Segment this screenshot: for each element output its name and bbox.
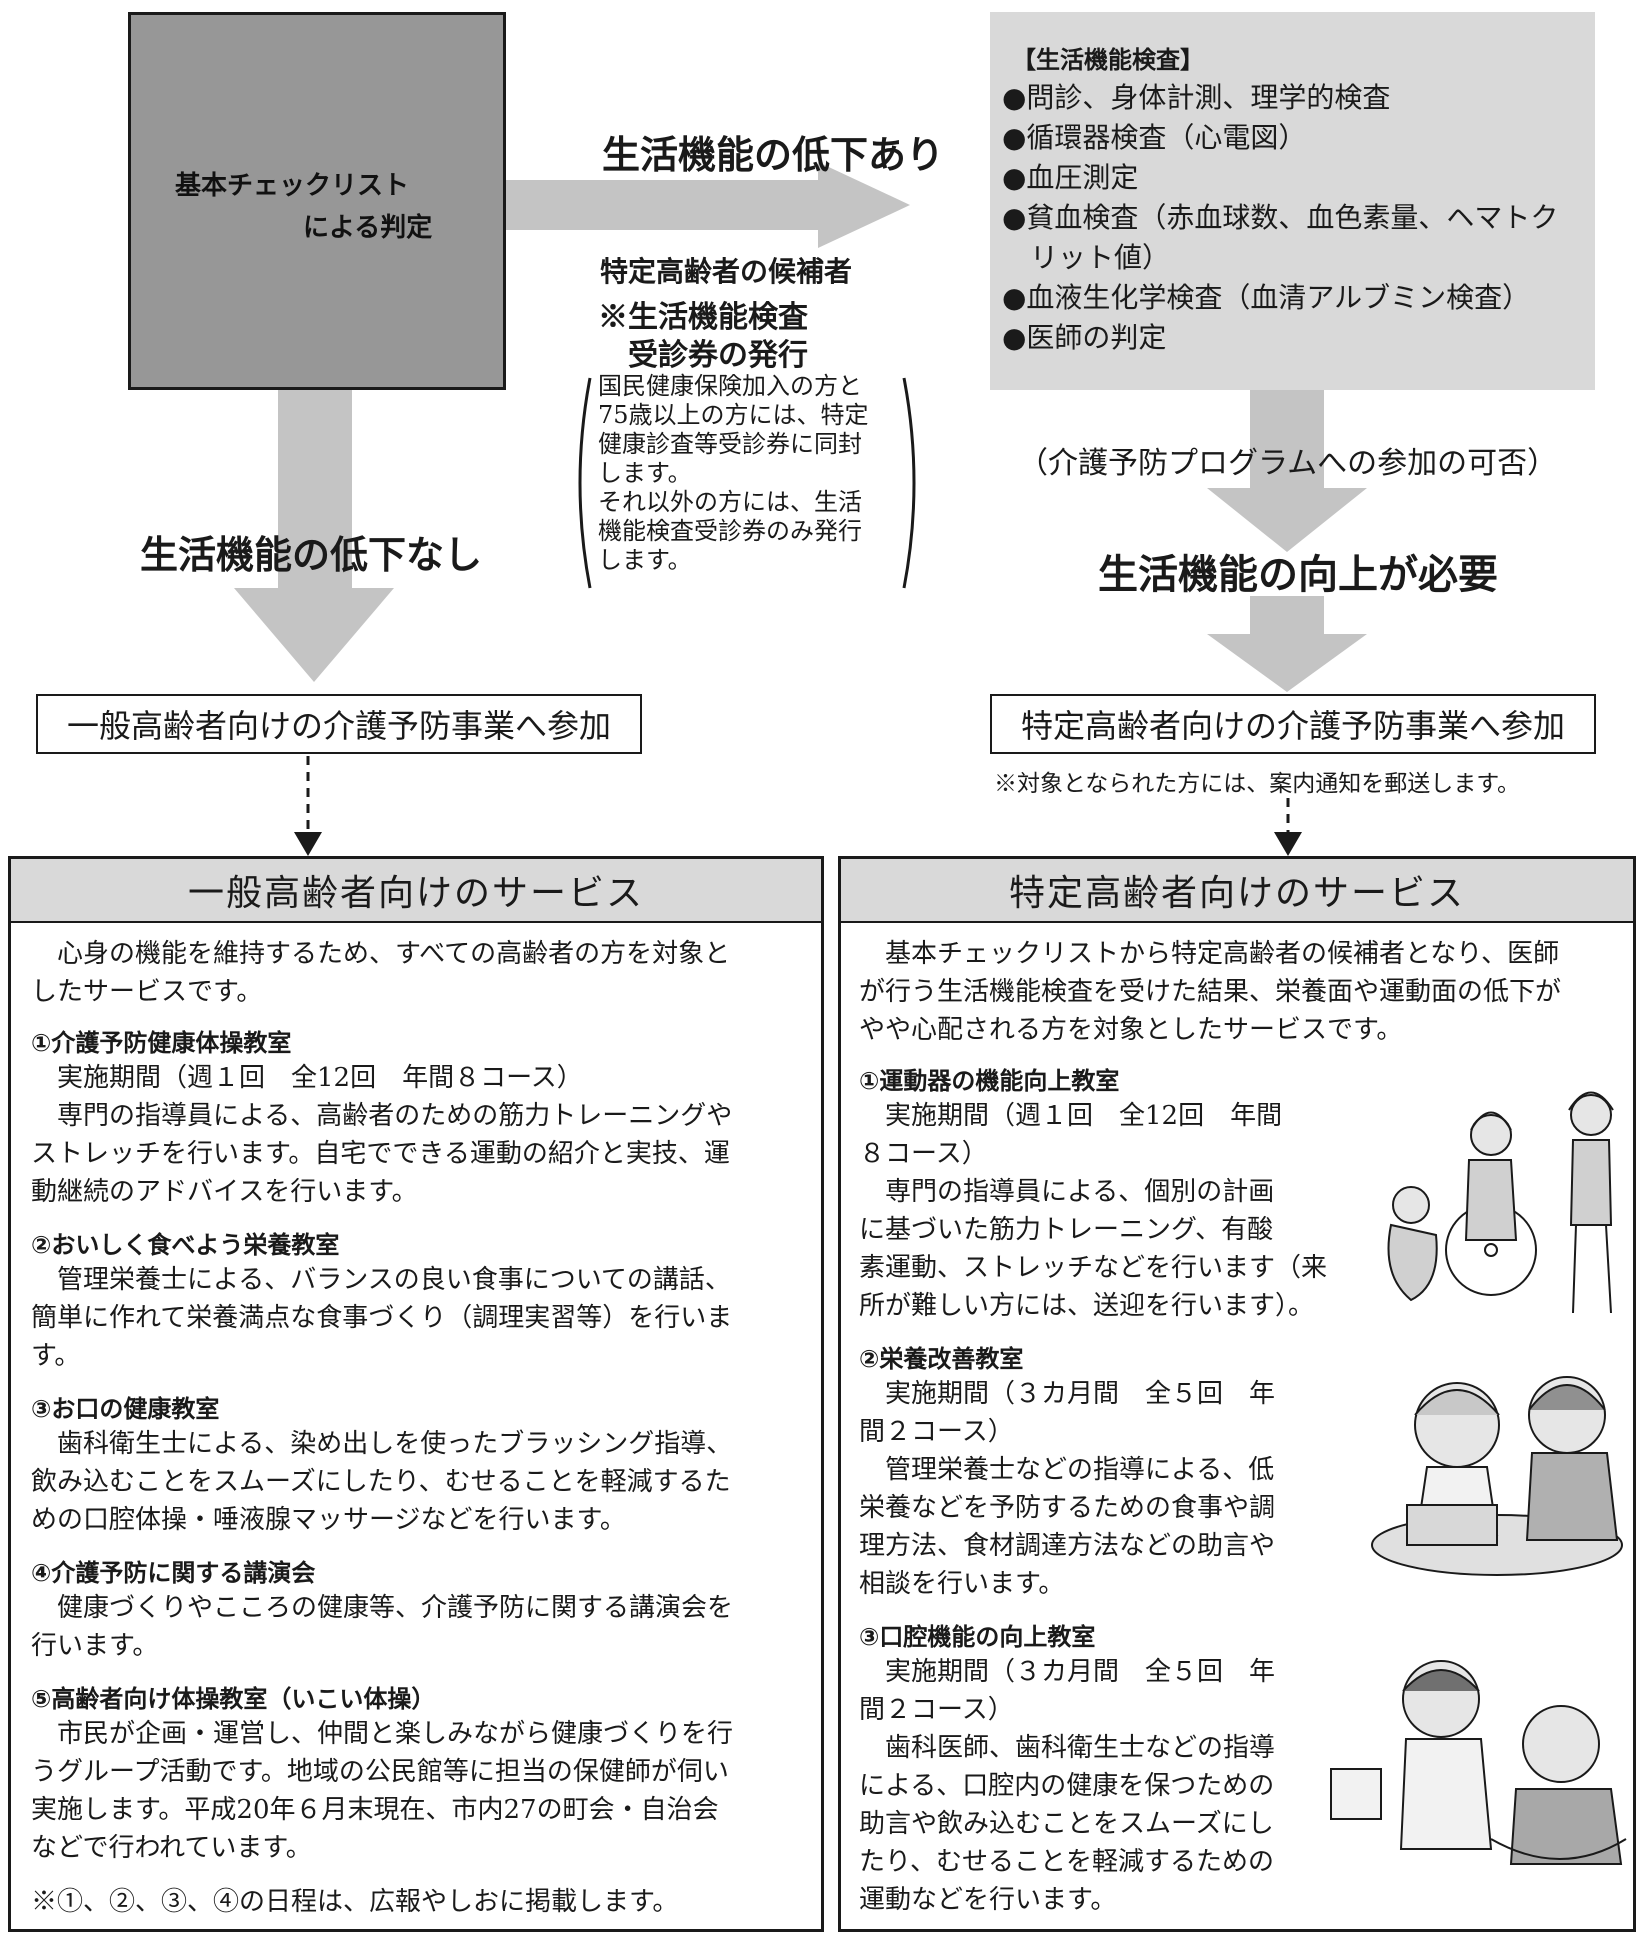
- specific-item-line: に基づいた筋力トレーニング、有酸: [859, 1215, 1274, 1245]
- checklist-label-line1: 基本チェックリスト: [175, 171, 410, 201]
- arrow-right-head: [818, 162, 910, 248]
- note-line: それ以外の方には、生活: [598, 488, 862, 516]
- checklist-label-line2: による判定: [303, 213, 433, 243]
- decline-no-label: 生活機能の低下なし: [140, 533, 483, 577]
- candidate-title: 特定高齢者の候補者: [600, 255, 853, 288]
- specific-service-heading: 特定高齢者向けのサービス: [841, 859, 1633, 923]
- specific-participation-note: ※対象となられた方には、案内通知を郵送します。: [994, 771, 1521, 797]
- arrow-down-right-head1: [1207, 488, 1367, 552]
- general-item-line: 飲み込むことをスムーズにしたり、むせることを軽減するた: [31, 1467, 731, 1497]
- general-service-heading: 一般高齢者向けのサービス: [11, 859, 821, 923]
- general-item-line: 歯科衛生士による、染め出しを使ったブラッシング指導、: [31, 1429, 733, 1459]
- arrow-down-right-body2: [1250, 596, 1324, 636]
- specific-item-line: 専門の指導員による、個別の計画: [859, 1177, 1275, 1207]
- arrow-right-body: [506, 180, 818, 230]
- general-item-line: す。: [31, 1341, 81, 1371]
- specific-item-line: 実施期間（３カ月間 全５回 年: [859, 1657, 1276, 1687]
- ticket-line2: 受診券の発行: [628, 338, 808, 373]
- general-item-title: ②おいしく食べよう栄養教室: [31, 1231, 340, 1259]
- specific-item-line: 所が難しい方には、送迎を行います）。: [859, 1291, 1315, 1321]
- specific-participation-box: 特定高齢者向けの介護予防事業へ参加: [990, 694, 1596, 754]
- general-item-line: 実施します。平成20年６月末現在、市内27の町会・自治会: [31, 1795, 719, 1825]
- arrow-down-right-head2: [1207, 634, 1367, 692]
- oral-care-illustration: [1330, 1660, 1627, 1865]
- general-item-line: などで行われています。: [31, 1833, 312, 1863]
- exam-item: ●血圧測定: [1002, 161, 1139, 194]
- specific-item-line: 管理栄養士などの指導による、低: [859, 1455, 1275, 1485]
- exam-item: ●循環器検査（心電図）: [1002, 121, 1307, 154]
- general-item-line: 実施期間（週１回 全12回 年間８コース）: [31, 1063, 583, 1093]
- dashed-arrow-left: [294, 756, 322, 856]
- general-item-line: ストレッチを行います。自宅でできる運動の紹介と実技、運: [31, 1139, 730, 1169]
- improvement-needed: 生活機能の向上が必要: [1098, 551, 1498, 598]
- specific-service-panel: 特定高齢者向けのサービス 基本チェックリストから特定高齢者の候補者となり、医師 …: [838, 856, 1636, 1932]
- specific-item-line: 相談を行います。: [859, 1569, 1065, 1599]
- general-item-line: めの口腔体操・唾液腺マッサージなどを行います。: [31, 1505, 626, 1535]
- general-participation-box: 一般高齢者向けの介護予防事業へ参加: [36, 694, 642, 754]
- general-item-line: うグループ活動です。地域の公民館等に担当の保健師が伺い: [31, 1757, 729, 1787]
- general-intro-line: したサービスです。: [31, 977, 263, 1007]
- ticket-line1: ※生活機能検査: [598, 300, 808, 335]
- general-item-line: 管理栄養士による、バランスの良い食事についての講話、: [31, 1265, 731, 1295]
- arrow-down-left-head: [234, 588, 394, 682]
- arrow-down-right-body1: [1250, 390, 1324, 490]
- general-item-title: ①介護予防健康体操教室: [31, 1029, 292, 1057]
- checklist-box: 基本チェックリスト による判定: [128, 12, 506, 390]
- specific-item-line: 理方法、食材調達方法などの助言や: [859, 1531, 1276, 1561]
- specific-intro-line: 基本チェックリストから特定高齢者の候補者となり、医師: [859, 939, 1560, 969]
- note-line: します。: [598, 459, 692, 487]
- exam-item: ●貧血検査（赤血球数、血色素量、ヘマトク: [1002, 201, 1559, 234]
- exam-title: 【生活機能検査】: [1012, 46, 1204, 74]
- specific-intro-line: が行う生活機能検査を受けた結果、栄養面や運動面の低下が: [859, 977, 1562, 1007]
- program-question: （介護予防プログラムへの参加の可否）: [1018, 446, 1558, 481]
- ticket-note: 国民健康保険加入の方と 75歳以上の方には、特定 健康診査等受診券に同封 します…: [598, 372, 898, 575]
- nutrition-illustration: [1371, 1376, 1623, 1576]
- note-line: 機能検査受診券のみ発行: [598, 517, 862, 545]
- specific-item-line: 間２コース）: [859, 1695, 1014, 1725]
- general-item-line: 行います。: [31, 1631, 159, 1661]
- specific-item-line: 助言や飲み込むことをスムーズにし: [859, 1809, 1274, 1839]
- note-line: 国民健康保険加入の方と: [598, 372, 862, 400]
- specific-item-title: ②栄養改善教室: [859, 1345, 1024, 1373]
- specific-item-title: ①運動器の機能向上教室: [859, 1067, 1120, 1095]
- general-service-panel: 一般高齢者向けのサービス 心身の機能を維持するため、すべての高齢者の方を対象と …: [8, 856, 824, 1932]
- general-item-line: 動継続のアドバイスを行います。: [31, 1177, 418, 1207]
- specific-item-line: 間２コース）: [859, 1417, 1014, 1447]
- decline-yes-label: 生活機能の低下あり: [602, 133, 945, 177]
- note-line: 75歳以上の方には、特定: [598, 401, 869, 429]
- specific-item-line: 素運動、ストレッチなどを行います（来: [859, 1253, 1328, 1283]
- specific-item-line: 実施期間（週１回 全12回 年間: [859, 1101, 1283, 1131]
- general-item-line: 健康づくりやこころの健康等、介護予防に関する講演会を: [31, 1593, 734, 1623]
- exam-item: ●血液生化学検査（血清アルブミン検査）: [1002, 281, 1531, 314]
- general-item-line: 専門の指導員による、高齢者のための筋力トレーニングや: [31, 1101, 733, 1131]
- specific-item-line: たり、むせることを軽減するための: [859, 1847, 1274, 1877]
- note-line: 健康診査等受診券に同封: [598, 430, 862, 458]
- specific-item-line: 実施期間（３カ月間 全５回 年: [859, 1379, 1276, 1409]
- dashed-arrow-right: [1274, 798, 1302, 856]
- general-item-title: ③お口の健康教室: [31, 1395, 220, 1423]
- specific-item-title: ③口腔機能の向上教室: [859, 1623, 1096, 1651]
- exercise-illustration: [1387, 1091, 1614, 1314]
- specific-item-line: 運動などを行います。: [859, 1885, 1117, 1915]
- specific-intro-line: やや心配される方を対象としたサービスです。: [859, 1015, 1403, 1045]
- general-intro-line: 心身の機能を維持するため、すべての高齢者の方を対象と: [31, 939, 731, 969]
- general-item-title: ⑤高齢者向け体操教室（いこい体操）: [31, 1685, 436, 1713]
- note-bracket-left: [578, 377, 592, 589]
- specific-item-line: 歯科医師、歯科衛生士などの指導: [859, 1733, 1276, 1763]
- general-item-title: ④介護予防に関する講演会: [31, 1559, 316, 1587]
- arrow-down-left-body: [278, 390, 352, 590]
- exam-item: ●問診、身体計測、理学的検査: [1002, 81, 1391, 114]
- specific-item-line: による、口腔内の健康を保つための: [859, 1771, 1275, 1801]
- general-item-line: 簡単に作れて栄養満点な食事づくり（調理実習等）を行いま: [31, 1303, 733, 1333]
- exam-item: リット値）: [1002, 241, 1171, 274]
- specific-item-line: ８コース）: [859, 1139, 988, 1169]
- note-bracket-right: [902, 377, 916, 589]
- note-line: します。: [598, 546, 692, 574]
- specific-item-line: 栄養などを予防するための食事や調: [859, 1493, 1276, 1523]
- exam-item: ●医師の判定: [1002, 321, 1167, 354]
- general-item-line: 市民が企画・運営し、仲間と楽しみながら健康づくりを行: [31, 1719, 734, 1749]
- exam-box: 【生活機能検査】 ●問診、身体計測、理学的検査 ●循環器検査（心電図） ●血圧測…: [990, 12, 1595, 390]
- general-footnote: ※①、②、③、④の日程は、広報やしおに掲載します。: [31, 1887, 679, 1917]
